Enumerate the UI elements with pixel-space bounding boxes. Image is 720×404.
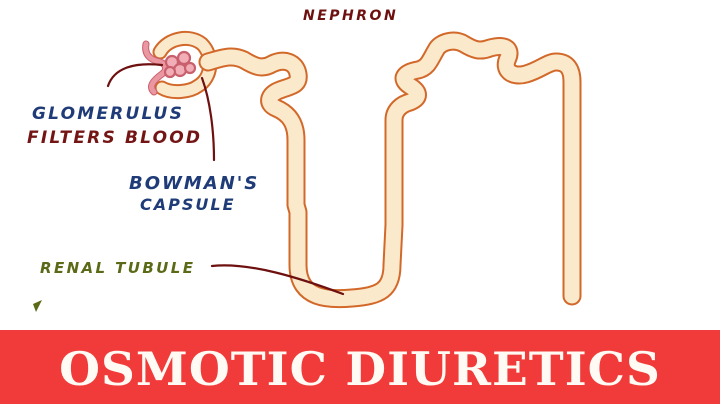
olive-mark [33,300,42,312]
glomerulus-label: GLOMERULUS [32,104,185,124]
glomerulus [142,40,197,96]
nephron-illustration [33,30,582,312]
title-banner: OSMOTIC DIURETICS [0,330,720,404]
bowmans-capsule-label-line1: BOWMAN'S [129,173,260,194]
glomerulus-function-label: FILTERS BLOOD [27,128,203,148]
bowmans-capsule-label-line2: CAPSULE [140,195,236,214]
renal-tubule-pointer [210,264,345,296]
renal-tubule-label: RENAL TUBULE [40,259,196,277]
bowmans-capsule-pointer [200,76,216,162]
diagram-title: NEPHRON [303,8,399,24]
glomerulus-pointer [106,63,164,88]
nephron-diagram: NEPHRON GLOMERULUS FILTERS BLOOD BOWMAN'… [27,8,582,312]
banner-title: OSMOTIC DIURETICS [59,342,661,396]
